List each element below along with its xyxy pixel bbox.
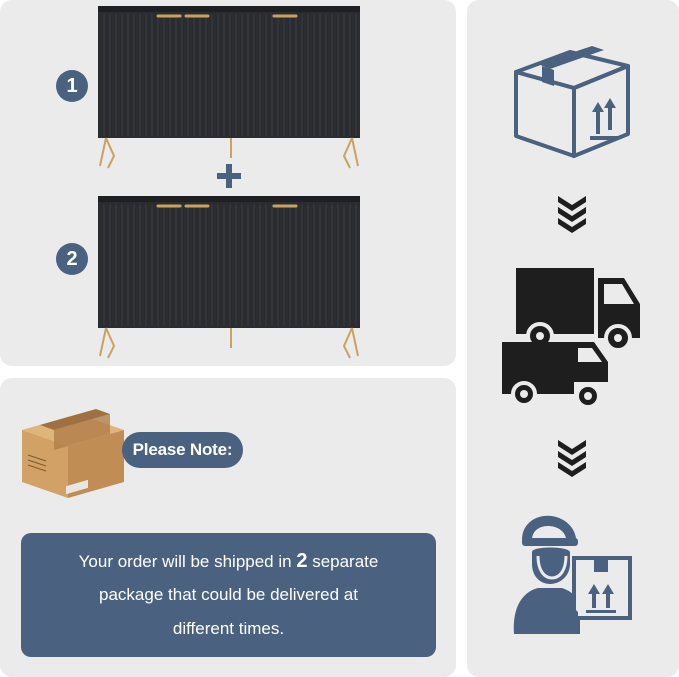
note-line-2: package that could be delivered at	[99, 585, 358, 604]
note-line-1: Your order will be shipped in 2 separate	[78, 550, 379, 572]
chevron-down-icon	[558, 440, 586, 477]
step-2-badge: 2	[56, 243, 88, 275]
cardboard-box-icon	[22, 409, 124, 498]
package-box-icon	[514, 46, 630, 158]
delivery-trucks-icon	[502, 268, 640, 409]
please-note-label: Please Note:	[122, 432, 243, 468]
delivery-person-icon	[513, 515, 632, 634]
plus-icon	[215, 162, 243, 190]
chevron-down-icon	[558, 196, 586, 233]
step-1-badge: 1	[56, 70, 88, 102]
sideboard-image-2	[98, 196, 360, 359]
note-line-3: different times.	[172, 619, 285, 638]
shipping-note-box: Your order will be shipped in 2 separate…	[21, 533, 436, 657]
sideboard-image-1	[98, 6, 360, 169]
